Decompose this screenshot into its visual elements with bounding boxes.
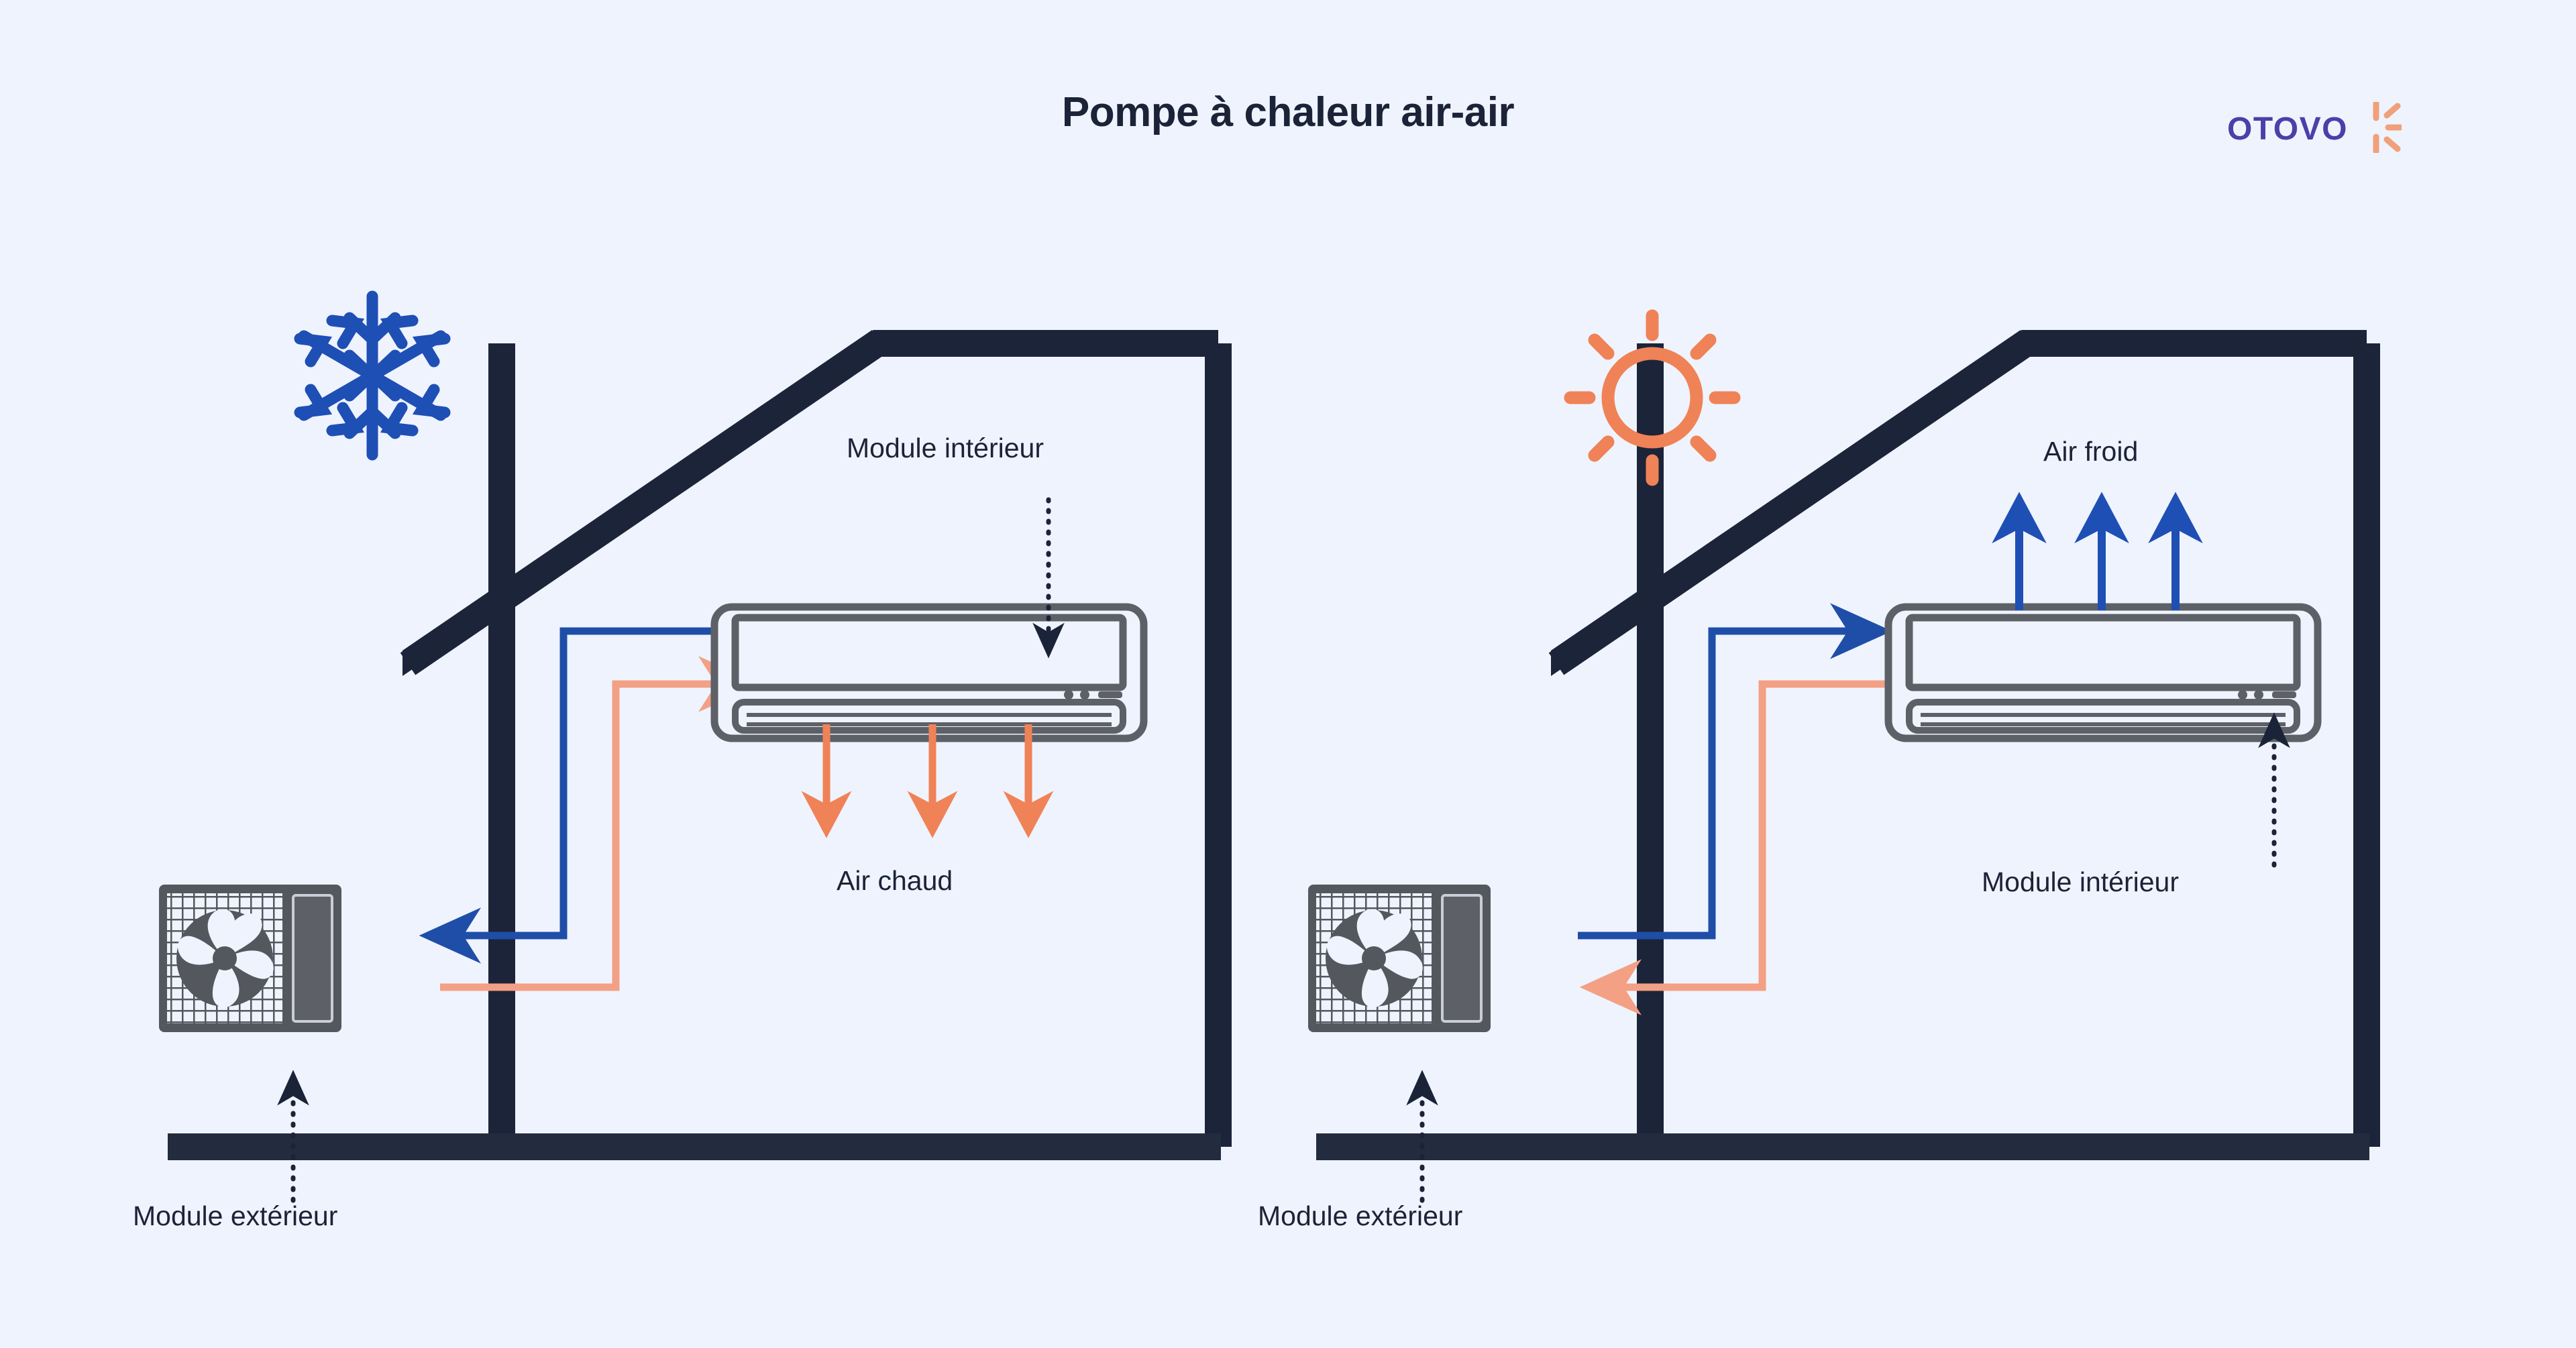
ground-line-left — [168, 1133, 1221, 1160]
split-indoor-unit-right[interactable] — [1888, 607, 2318, 738]
air-chaud-arrows — [801, 724, 1054, 838]
label-air-froid: Air froid — [2043, 436, 2139, 467]
pipe-blue-left — [419, 627, 711, 964]
air-froid-arrows — [1992, 492, 2203, 610]
house-outline-left — [400, 330, 1232, 1147]
pipe-orange-left — [440, 656, 761, 991]
otovo-logo[interactable]: OTOVO — [2227, 100, 2404, 156]
logo-wordmark: OTOVO — [2227, 111, 2348, 147]
panel-heating — [158, 296, 1232, 1203]
sparkle-icon — [2351, 100, 2404, 156]
label-outdoor-unit-left: Module extérieur — [133, 1200, 338, 1231]
pipe-blue-right — [1578, 603, 1892, 940]
outdoor-condenser-unit-right[interactable] — [1307, 883, 1492, 1033]
ground-line-right — [1316, 1133, 2369, 1160]
snowflake-icon — [300, 296, 445, 455]
panel-cooling — [1307, 316, 2380, 1203]
label-indoor-unit-right: Module intérieur — [1982, 866, 2179, 897]
split-indoor-unit-left[interactable] — [714, 607, 1144, 738]
roof-right — [1551, 330, 2021, 676]
label-indoor-unit-left: Module intérieur — [847, 433, 1044, 463]
outdoor-condenser-unit-left[interactable] — [158, 883, 343, 1033]
label-air-chaud: Air chaud — [837, 865, 953, 896]
roof-left — [402, 330, 872, 676]
label-outdoor-unit-right: Module extérieur — [1258, 1200, 1463, 1231]
page-title: Pompe à chaleur air-air — [1061, 89, 1515, 135]
house-outline-right — [1548, 330, 2380, 1147]
pipe-orange-right — [1579, 680, 1896, 1015]
